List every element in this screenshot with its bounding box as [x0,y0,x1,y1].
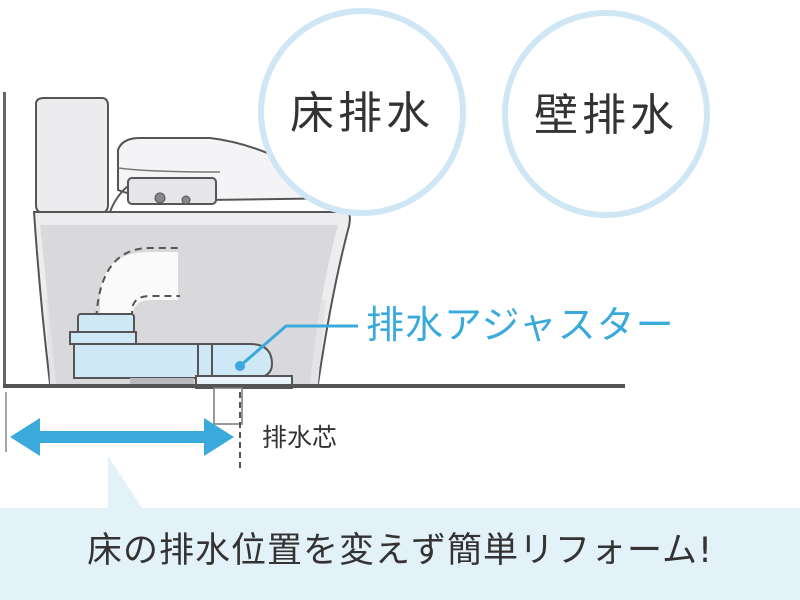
drain-adjuster-label: 排水アジャスター [366,303,675,347]
adjuster-leader [239,324,358,368]
drain-center-label: 排水芯 [262,423,338,452]
banner-pointer [108,456,142,508]
circle-floor-drain [258,8,466,216]
floor-line [3,384,625,388]
message-banner [0,508,800,600]
floor-drain-label: 床排水 [290,88,434,139]
banner-text: 床の排水位置を変えず簡単リフォーム! [87,531,713,571]
wall-line [3,92,6,388]
circle-wall-drain [502,10,710,218]
wall-drain-label: 壁排水 [534,90,678,141]
